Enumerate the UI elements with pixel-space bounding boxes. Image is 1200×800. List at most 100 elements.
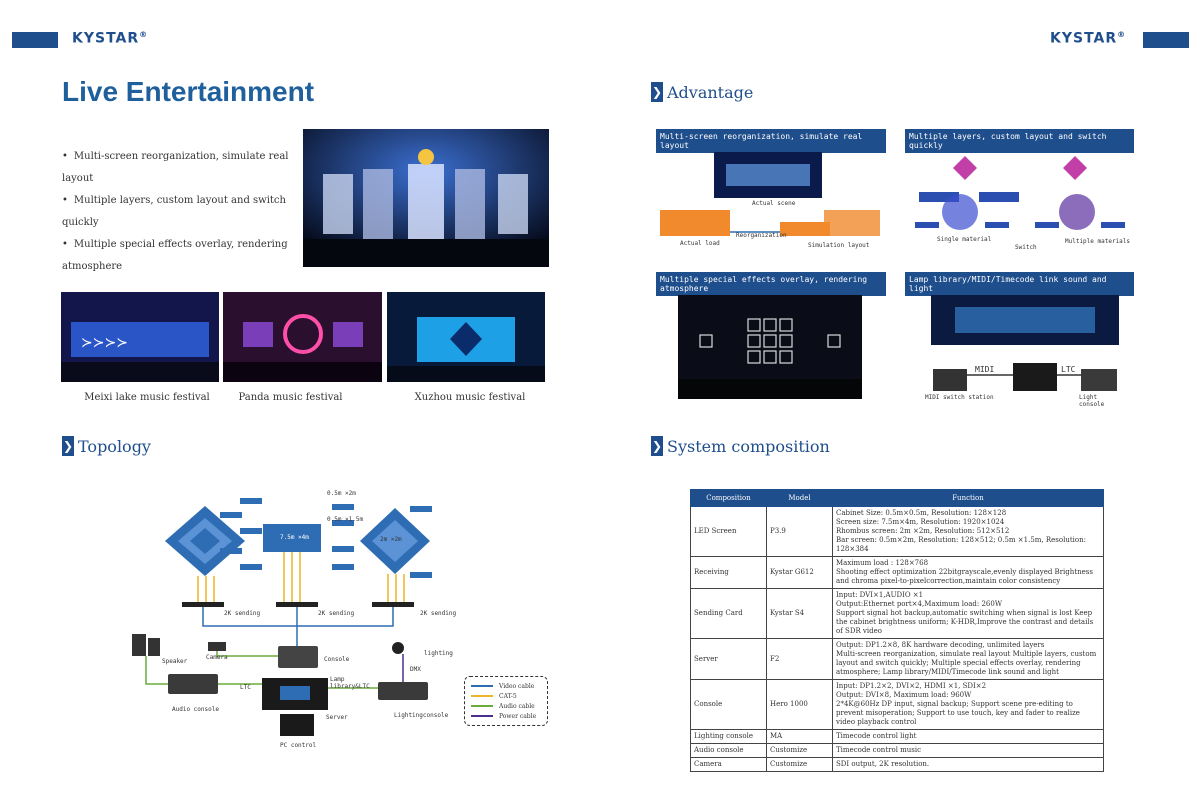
- label-ltc-right: LTC: [1061, 365, 1076, 374]
- caption-panda: Panda music festival: [238, 392, 343, 403]
- label-actual-load: Actual load: [680, 240, 720, 247]
- label-speaker: Speaker: [162, 658, 188, 665]
- cable-legend: Video cable CAT-5 Audio cable Power cabl…: [464, 676, 548, 726]
- topology-heading: ❯ Topology: [62, 436, 151, 456]
- label-pc-control: PC control: [280, 742, 317, 749]
- table-cell: Receiving: [690, 556, 767, 589]
- table-header: Composition: [690, 489, 767, 507]
- table-cell: Cabinet Size: 0.5m×0.5m, Resolution: 128…: [832, 506, 1104, 557]
- rhombus-screen-left: [165, 506, 245, 576]
- table-cell: Hero 1000: [766, 679, 833, 730]
- header-bar-right: [1143, 32, 1189, 48]
- label-multiple-materials: Multiple materials: [1065, 238, 1131, 245]
- label-midi-station: MIDI switch station: [925, 394, 994, 401]
- label-lighting-console: Lightingconsole: [394, 712, 449, 719]
- chevron-right-icon: ❯: [62, 436, 74, 456]
- label-dmx: DMX: [410, 666, 421, 673]
- table-cell: Audio console: [690, 743, 767, 758]
- chevron-right-icon: ❯: [651, 436, 663, 456]
- kystar-logo-left: KYSTAR®: [72, 30, 149, 47]
- table-cell: Lighting console: [690, 729, 767, 744]
- topology-diagram: 0.5m ×2m 0.5m ×1.5m 7.5m ×4m 2m ×2m 2K s…: [120, 486, 560, 754]
- table-cell: Kystar S4: [766, 588, 833, 639]
- page-title: Live Entertainment: [62, 76, 315, 107]
- table-cell: Maximum load : 128×768 Shooting effect o…: [832, 556, 1104, 589]
- label-camera: Camera: [206, 654, 228, 661]
- advantage-label-3: Multiple special effects overlay, render…: [656, 272, 886, 296]
- festival-photo-meixi: ≻≻≻≻: [61, 292, 219, 382]
- label-actual-scene: Actual scene: [752, 200, 796, 207]
- header-bar-left: [12, 32, 58, 48]
- feature-item: Multi-screen reorganization, simulate re…: [62, 146, 292, 190]
- label-server: Server: [326, 714, 348, 721]
- feature-item: Multiple layers, custom layout and switc…: [62, 190, 292, 234]
- table-cell: Sending Card: [690, 588, 767, 639]
- label-midi: MIDI: [975, 365, 995, 374]
- legend-item: Video cable: [471, 681, 541, 691]
- svg-text:≻≻≻≻: ≻≻≻≻: [81, 335, 128, 351]
- advantage-image-lamp-midi: MIDI LTC MIDI switch station Light conso…: [925, 295, 1125, 408]
- label-single-material: Single material: [937, 236, 992, 243]
- label-ltc: LTC: [240, 684, 251, 691]
- label-sending-1: 2K sending: [224, 610, 261, 617]
- advantage-label-1: Multi-screen reorganization, simulate re…: [656, 129, 886, 153]
- kystar-logo-right: KYSTAR®: [1050, 30, 1127, 47]
- feature-list: Multi-screen reorganization, simulate re…: [62, 146, 292, 278]
- table-header: Function: [832, 489, 1104, 507]
- table-cell: Timecode control light: [832, 729, 1104, 744]
- system-heading: ❯ System composition: [651, 436, 830, 456]
- concert-photo-main: [303, 129, 549, 267]
- label-switch: Switch: [1015, 244, 1037, 251]
- table-cell: LED Screen: [690, 506, 767, 557]
- table-cell: MA: [766, 729, 833, 744]
- label-console: Console: [324, 656, 350, 663]
- advantage-label-2: Multiple layers, custom layout and switc…: [905, 129, 1134, 153]
- label-sending-2: 2K sending: [318, 610, 355, 617]
- table-cell: Timecode control music: [832, 743, 1104, 758]
- table-cell: Camera: [690, 757, 767, 772]
- table-cell: Output: DP1.2×8, 8K hardware decoding, u…: [832, 638, 1104, 680]
- advantage-image-effects: [678, 295, 862, 399]
- festival-photo-panda: [223, 292, 382, 382]
- table-header: Model: [766, 489, 833, 507]
- caption-meixi: Meixi lake music festival: [84, 392, 210, 403]
- advantage-heading: ❯ Advantage: [651, 82, 754, 102]
- festival-photo-xuzhou: [387, 292, 545, 382]
- table-cell: Server: [690, 638, 767, 680]
- chevron-right-icon: ❯: [651, 82, 663, 102]
- label-right-screen: 2m ×2m: [380, 536, 402, 543]
- table-cell: Input: DP1.2×2, DVI×2, HDMI ×1, SDI×2 Ou…: [832, 679, 1104, 730]
- caption-xuzhou: Xuzhou music festival: [414, 392, 526, 403]
- label-simulation: Simulation layout: [808, 242, 870, 249]
- label-center-screen: 7.5m ×4m: [280, 534, 309, 541]
- table-cell: P3.9: [766, 506, 833, 557]
- advantage-label-4: Lamp library/MIDI/Timecode link sound an…: [905, 272, 1134, 296]
- label-lamp: Lamp library&LTC: [330, 676, 370, 690]
- table-cell: Input: DVI×1,AUDIO ×1 Output:Ethernet po…: [832, 588, 1104, 639]
- table-cell: F2: [766, 638, 833, 680]
- label-audio-console: Audio console: [172, 706, 219, 713]
- table-cell: Customize: [766, 757, 833, 772]
- table-cell: Kystar G612: [766, 556, 833, 589]
- label-size-top: 0.5m ×2m: [327, 490, 356, 497]
- feature-item: Multiple special effects overlay, render…: [62, 234, 292, 278]
- label-lighting: lighting: [424, 650, 453, 657]
- legend-item: Power cable: [471, 711, 541, 721]
- label-light-console: Light console: [1079, 394, 1105, 408]
- legend-item: CAT-5: [471, 691, 541, 701]
- label-sending-3: 2K sending: [420, 610, 457, 617]
- advantage-image-reorganization: Actual scene Actual load Reorganization …: [656, 152, 886, 254]
- table-cell: SDI output, 2K resolution.: [832, 757, 1104, 772]
- table-cell: Customize: [766, 743, 833, 758]
- legend-item: Audio cable: [471, 701, 541, 711]
- label-size-mid: 0.5m ×1.5m: [327, 516, 364, 523]
- advantage-image-layers: Single material Switch Multiple material…: [905, 152, 1134, 254]
